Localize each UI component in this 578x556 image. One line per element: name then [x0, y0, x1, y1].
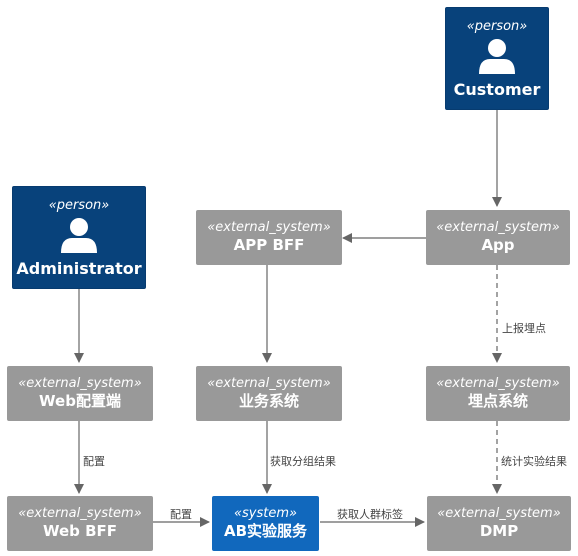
edge-label-report-tracking: 上报埋点	[502, 322, 546, 335]
node-name: Customer	[453, 79, 541, 99]
node-name: DMP	[479, 522, 519, 540]
stereotype-label: «external_system»	[437, 506, 561, 521]
external-system-dmp[interactable]: «external_system» DMP	[427, 496, 571, 551]
person-icon	[479, 38, 515, 74]
node-name: App	[481, 236, 515, 254]
edge-label-experiment-stats: 统计实验结果	[501, 455, 567, 468]
stereotype-label: «external_system»	[18, 506, 142, 521]
external-system-web-config[interactable]: «external_system» Web配置端	[7, 366, 153, 421]
node-name: 业务系统	[238, 392, 299, 410]
stereotype-label: «external_system»	[18, 376, 142, 391]
edge-label-config: 配置	[83, 455, 105, 468]
stereotype-label: «external_system»	[207, 220, 331, 235]
stereotype-label: «external_system»	[436, 220, 560, 235]
external-system-business[interactable]: «external_system» 业务系统	[196, 366, 342, 421]
person-administrator[interactable]: «person» Administrator	[12, 186, 146, 289]
node-name: APP BFF	[233, 236, 305, 254]
external-system-web-bff[interactable]: «external_system» Web BFF	[7, 496, 153, 551]
edge-label-get-crowd-tags: 获取人群标签	[337, 508, 403, 521]
edge-label-get-group-result: 获取分组结果	[270, 455, 336, 468]
person-customer[interactable]: «person» Customer	[445, 7, 549, 110]
system-ab-service[interactable]: «system» AB实验服务	[212, 496, 319, 551]
node-name: Administrator	[16, 258, 142, 278]
external-system-app[interactable]: «external_system» App	[426, 210, 570, 265]
stereotype-label: «external_system»	[207, 376, 331, 391]
node-name: Web配置端	[39, 392, 121, 410]
stereotype-label: «external_system»	[436, 376, 560, 391]
external-system-tracking[interactable]: «external_system» 埋点系统	[426, 366, 570, 421]
stereotype-label: «person»	[466, 18, 528, 34]
person-icon	[61, 217, 97, 253]
stereotype-label: «person»	[48, 197, 110, 213]
node-name: 埋点系统	[467, 392, 528, 410]
node-name: Web BFF	[42, 522, 118, 540]
stereotype-label: «system»	[233, 506, 298, 521]
node-name: AB实验服务	[223, 522, 308, 540]
external-system-app-bff[interactable]: «external_system» APP BFF	[196, 210, 342, 265]
edge-label-config-2: 配置	[170, 508, 192, 521]
